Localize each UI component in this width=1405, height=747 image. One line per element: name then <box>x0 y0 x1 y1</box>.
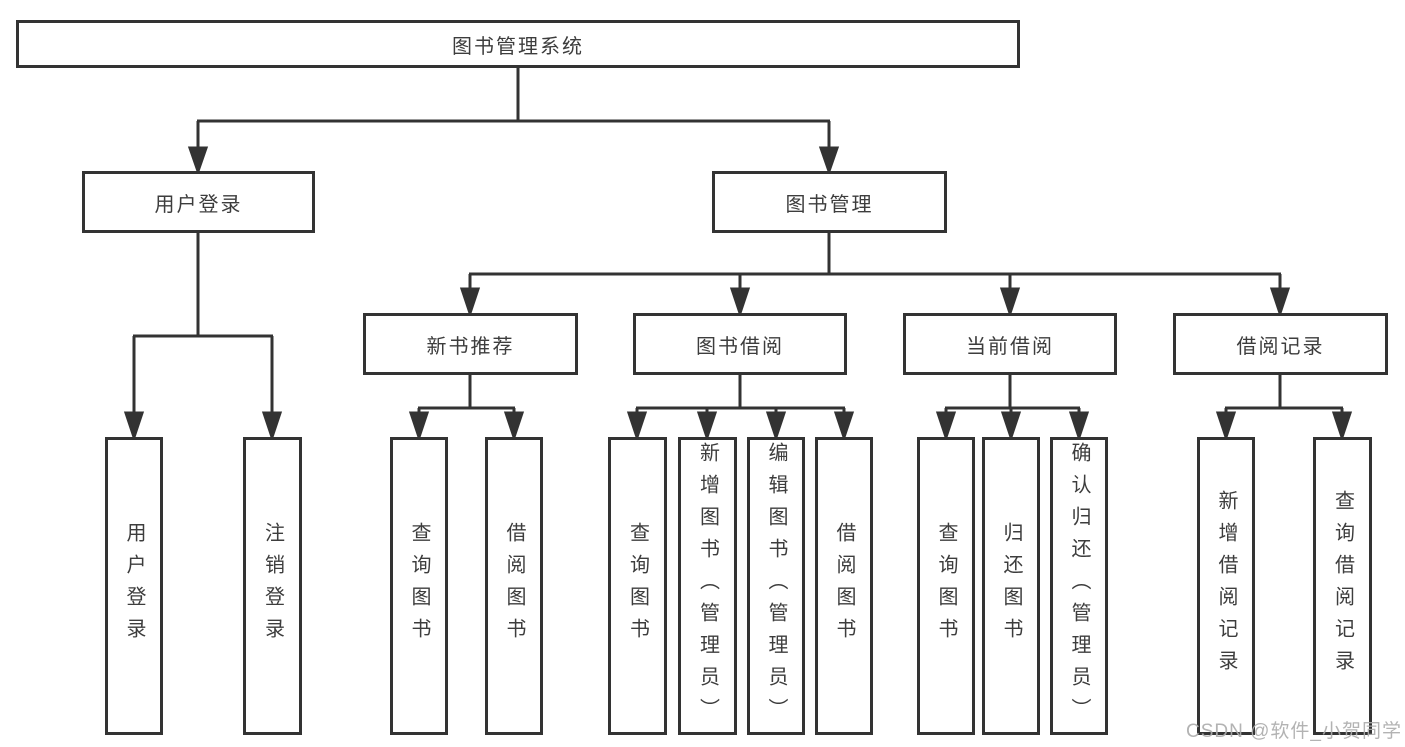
connector-book-borrow-to-leaves <box>626 375 855 442</box>
leaf-label: 借阅图书 <box>833 522 855 650</box>
leaf-label: 新增借阅记录 <box>1215 490 1237 682</box>
node-root-system: 图书管理系统 <box>16 20 1020 68</box>
node-label: 图书管理系统 <box>452 35 584 58</box>
leaf-logout: 注销登录 <box>243 437 302 735</box>
leaf-label: 归还图书 <box>1000 522 1022 650</box>
connector-user-login-to-leaves <box>123 233 283 442</box>
leaf-query-books-recommend: 查询图书 <box>390 437 448 735</box>
leaf-label: 确认归还（管理员） <box>1068 442 1090 730</box>
csdn-watermark: CSDN @软件_小贺同学 <box>1186 721 1402 742</box>
node-current-borrow: 当前借阅 <box>903 313 1117 375</box>
connector-current-borrow-to-leaves <box>935 375 1090 442</box>
node-label: 新书推荐 <box>426 335 515 358</box>
leaf-add-borrow-record: 新增借阅记录 <box>1197 437 1255 735</box>
leaf-borrow-books-recommend: 借阅图书 <box>485 437 543 735</box>
node-label: 图书借阅 <box>696 335 784 358</box>
node-label: 图书管理 <box>785 193 874 216</box>
leaf-label: 查询借阅记录 <box>1331 490 1354 682</box>
leaf-label: 用户登录 <box>123 522 145 650</box>
leaf-return-book: 归还图书 <box>982 437 1040 735</box>
leaf-add-book-admin: 新增图书（管理员） <box>678 437 737 735</box>
connector-borrow-records-to-leaves <box>1215 375 1353 442</box>
leaf-label: 借阅图书 <box>503 522 525 650</box>
leaf-query-books-current: 查询图书 <box>917 437 975 735</box>
node-book-borrow: 图书借阅 <box>633 313 847 375</box>
leaf-edit-book-admin: 编辑图书（管理员） <box>747 437 805 735</box>
connector-book-management-to-sections <box>459 233 1291 318</box>
connector-root-to-branches <box>187 68 840 176</box>
node-label: 用户登录 <box>154 193 243 216</box>
leaf-label: 查询图书 <box>626 522 649 650</box>
node-label: 借阅记录 <box>1236 335 1325 358</box>
leaf-query-books-borrow: 查询图书 <box>608 437 667 735</box>
leaf-user-login: 用户登录 <box>105 437 163 735</box>
node-label: 当前借阅 <box>966 335 1054 358</box>
node-book-management-branch: 图书管理 <box>712 171 947 233</box>
leaf-label: 新增图书（管理员） <box>696 442 719 730</box>
connector-new-book-to-leaves <box>408 375 525 442</box>
leaf-query-borrow-record: 查询借阅记录 <box>1313 437 1372 735</box>
leaf-label: 编辑图书（管理员） <box>765 442 787 730</box>
node-new-book-recommend: 新书推荐 <box>363 313 578 375</box>
node-borrow-records: 借阅记录 <box>1173 313 1388 375</box>
leaf-label: 注销登录 <box>261 522 284 650</box>
leaf-confirm-return-admin: 确认归还（管理员） <box>1050 437 1108 735</box>
leaf-label: 查询图书 <box>935 522 957 650</box>
leaf-borrow-books: 借阅图书 <box>815 437 873 735</box>
leaf-label: 查询图书 <box>408 522 430 650</box>
node-user-login-branch: 用户登录 <box>82 171 315 233</box>
